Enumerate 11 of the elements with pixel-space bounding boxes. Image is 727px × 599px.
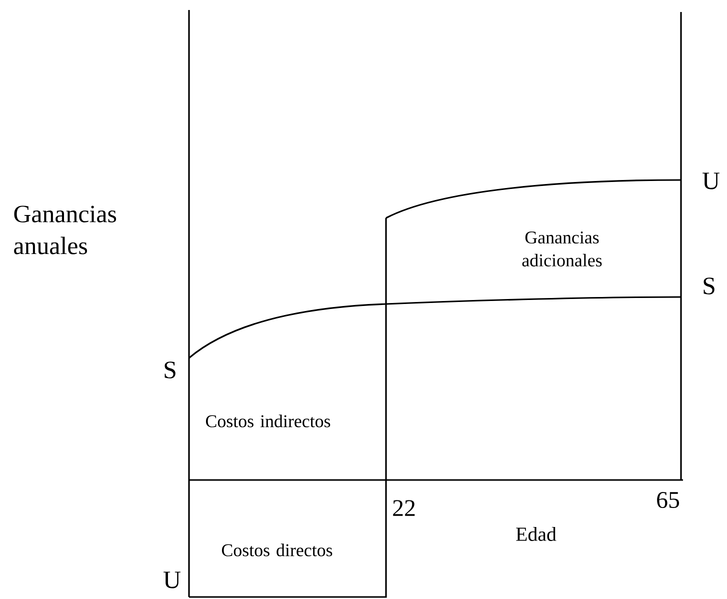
axis-label: Ganancias anuales <box>14 206 116 254</box>
curve-label: S <box>164 362 176 378</box>
curve-label: U <box>164 572 180 588</box>
curve-label: U <box>702 172 720 190</box>
tick-label: 65 <box>657 492 680 508</box>
region-label: Costos directos <box>222 544 332 556</box>
region-label: Costos indirectos <box>206 414 330 428</box>
curve-label: S <box>704 278 714 294</box>
axis-label: Edad <box>516 526 556 541</box>
region-label: Ganancias adicionales <box>522 232 602 266</box>
tick-label: 22 <box>393 500 415 516</box>
